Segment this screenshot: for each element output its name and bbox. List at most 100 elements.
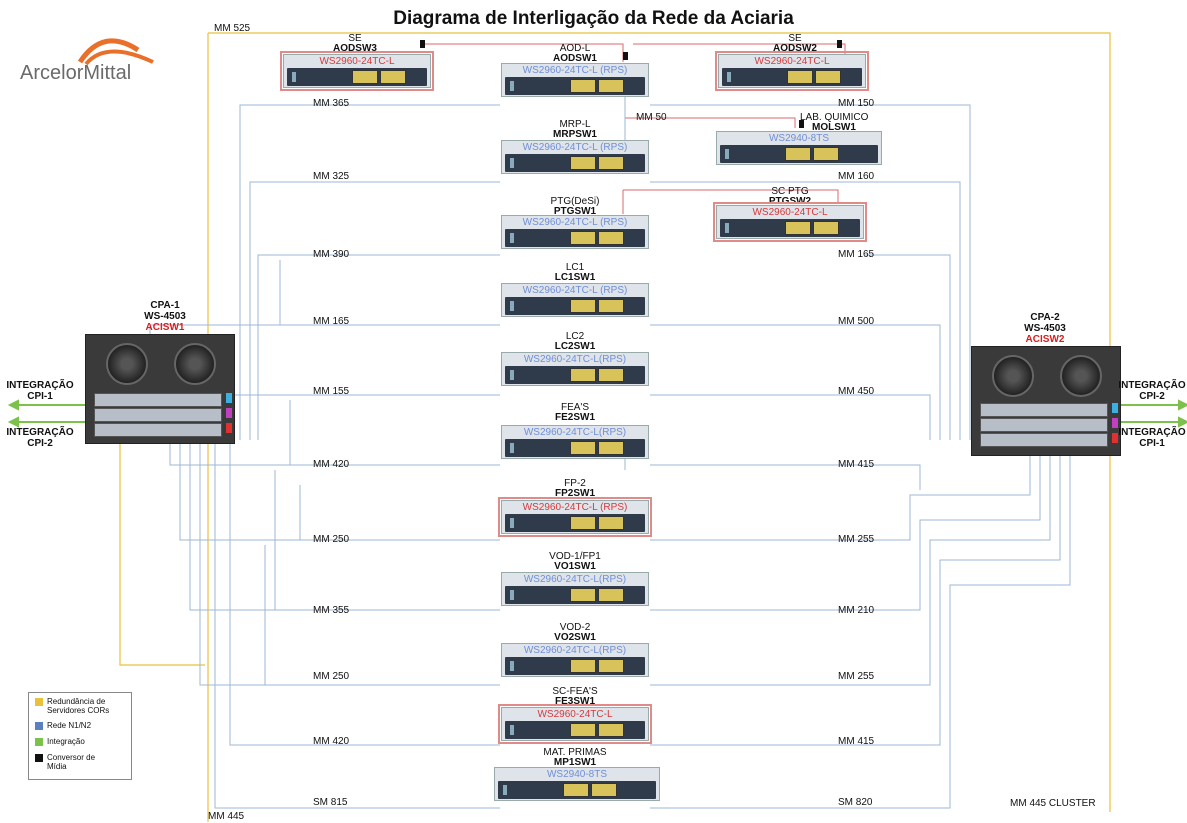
mrpsw1-model: WS2960-24TC-L (RPS) [522,142,628,153]
vo1sw1-name: VO1SW1 [554,561,596,572]
ptgsw2-name: PTGSW2 [768,196,812,207]
media-converter-icon [623,52,628,60]
molsw1-name: MOLSW1 [812,122,856,133]
mp1sw1-name: MP1SW1 [553,757,597,768]
ptgsw2-model: WS2960-24TC-L [752,207,828,218]
fan-icon [106,343,148,385]
link-label: MM 415 [838,736,875,747]
switch-fe2sw1[interactable]: WS2960-24TC-L(RPS) [501,425,649,459]
aodsw1-location: AOD-L [559,43,591,54]
switch-ptgsw1[interactable]: WS2960-24TC-L (RPS) [501,215,649,249]
switch-fp2sw1[interactable]: WS2960-24TC-L (RPS) [498,497,652,537]
aodsw3-model: WS2960-24TC-L [319,56,395,67]
switch-mrpsw1[interactable]: WS2960-24TC-L (RPS) [501,140,649,174]
lc1sw1-location: LC1 [565,262,585,273]
fp2sw1-location: FP-2 [564,478,586,489]
link-label: MM 445 [208,811,245,822]
int-right-2b: CPI-1 [1139,438,1165,449]
int-left-1b: CPI-1 [27,391,53,402]
link-label: MM 165 [313,316,350,327]
fe3sw1-name: FE3SW1 [554,696,596,707]
switch-fe3sw1[interactable]: WS2960-24TC-L [498,704,652,744]
switch-molsw1[interactable]: WS2940-8TS [716,131,882,165]
link-label: MM 250 [313,671,350,682]
chassis-slot [94,408,222,422]
core-left-location: CPA-1 [150,300,180,311]
logo-text: ArcelorMittal [20,62,132,84]
molsw1-model: WS2940-8TS [768,133,830,144]
switch-vo1sw1[interactable]: WS2960-24TC-L(RPS) [501,572,649,606]
vo2sw1-model: WS2960-24TC-L(RPS) [523,645,627,656]
switch-ptgsw2[interactable]: WS2960-24TC-L [713,202,867,242]
ptgsw1-location: PTG(DeSi) [550,196,600,207]
switch-aodsw3[interactable]: WS2960-24TC-L [280,51,434,91]
link-label: MM 445 CLUSTER [1010,798,1096,809]
switch-vo2sw1[interactable]: WS2960-24TC-L(RPS) [501,643,649,677]
link-label: MM 420 [313,736,350,747]
int-right-1: INTEGRAÇÃO [1118,380,1186,391]
core-switch-acisw1[interactable] [85,334,235,444]
link-label: SM 815 [313,797,348,808]
aodsw1-model: WS2960-24TC-L (RPS) [522,65,628,76]
fp2sw1-name: FP2SW1 [554,488,596,499]
vo1sw1-location: VOD-1/FP1 [549,551,601,562]
media-converter-icon [837,40,842,48]
core-right-name: ACISW2 [1025,334,1065,345]
core-left-name: ACISW1 [145,322,185,333]
int-left-2: INTEGRAÇÃO [6,427,74,438]
core-left-model: WS-4503 [144,311,186,322]
vo1sw1-model: WS2960-24TC-L(RPS) [523,574,627,585]
fp2sw1-model: WS2960-24TC-L (RPS) [522,502,628,513]
link-label: MM 150 [838,98,875,109]
fe3sw1-location: SC-FEA'S [552,686,598,697]
fan-icon [1060,355,1102,397]
fe2sw1-name: FE2SW1 [554,412,596,423]
core-switch-acisw2[interactable] [971,346,1121,456]
legend-item: Conversor de Mídia [35,753,97,771]
legend-item: Redundância de Servidores CORs [35,697,131,715]
ptgsw1-model: WS2960-24TC-L (RPS) [522,217,628,228]
vo2sw1-name: VO2SW1 [554,632,596,643]
int-left-1: INTEGRAÇÃO [6,380,74,391]
chassis-slot [94,423,222,437]
lc2sw1-model: WS2960-24TC-L(RPS) [523,354,627,365]
arcelormittal-logo [77,38,154,66]
mrpsw1-name: MRPSW1 [553,129,597,140]
vo2sw1-location: VOD-2 [559,622,591,633]
ptgsw2-location: SC PTG [771,186,809,197]
lc2sw1-name: LC2SW1 [554,341,596,352]
link-label: MM 415 [838,459,875,470]
switch-mp1sw1[interactable]: WS2940-8TS [494,767,660,801]
link-label: MM 160 [838,171,875,182]
core-right-model: WS-4503 [1024,323,1066,334]
link-label: MM 500 [838,316,875,327]
link-label: MM 325 [313,171,350,182]
int-right-2: INTEGRAÇÃO [1118,427,1186,438]
core-right-location: CPA-2 [1030,312,1060,323]
lc2sw1-location: LC2 [565,331,585,342]
chassis-slot [980,433,1108,447]
chassis-slot [980,403,1108,417]
link-label: MM 155 [313,386,350,397]
chassis-slot [980,418,1108,432]
link-label: SM 820 [838,797,873,808]
fan-icon [992,355,1034,397]
link-label: MM 355 [313,605,350,616]
chassis-slot [94,393,222,407]
module-led [1112,418,1118,428]
aodsw2-name: AODSW2 [773,43,817,54]
legend-item: Rede N1/N2 [35,721,91,730]
media-converter-icon [799,120,804,128]
aodsw1-name: AODSW1 [553,53,597,64]
ptgsw1-name: PTGSW1 [553,206,597,217]
link-label: MM 390 [313,249,350,260]
molsw1-location: LAB. QUIMICO [800,112,869,123]
switch-lc1sw1[interactable]: WS2960-24TC-L (RPS) [501,283,649,317]
media-converter-icon [420,40,425,48]
switch-aodsw2[interactable]: WS2960-24TC-L [715,51,869,91]
aodsw2-model: WS2960-24TC-L [754,56,830,67]
diagram-title: Diagrama de Interligação da Rede da Acia… [393,8,794,29]
switch-lc2sw1[interactable]: WS2960-24TC-L(RPS) [501,352,649,386]
switch-aodsw1[interactable]: WS2960-24TC-L (RPS) [501,63,649,97]
